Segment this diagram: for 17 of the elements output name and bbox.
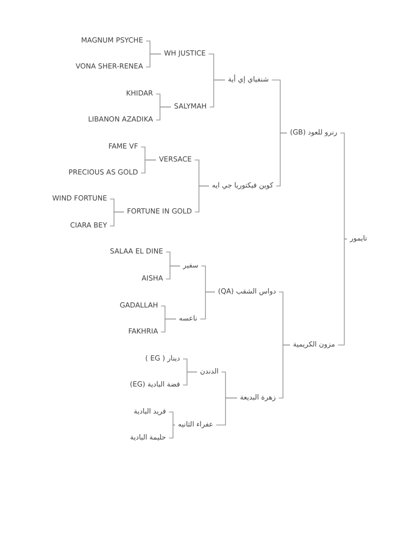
bracket-line	[110, 212, 124, 226]
bracket-line	[276, 132, 288, 186]
bracket-line	[216, 398, 238, 426]
bracket-line	[340, 132, 348, 240]
bracket-line	[338, 238, 348, 346]
bracket-line	[166, 266, 180, 280]
bracket-line	[140, 160, 156, 174]
bracket-line	[156, 106, 172, 120]
bracket-line	[168, 412, 176, 426]
bracket-line	[278, 344, 290, 398]
bracket-line	[194, 186, 210, 212]
bracket-line	[200, 292, 216, 320]
bracket-line	[160, 318, 176, 332]
bracket-line	[146, 54, 162, 68]
bracket-line	[168, 424, 176, 438]
bracket-line	[209, 80, 226, 108]
bracket-line	[182, 372, 198, 386]
